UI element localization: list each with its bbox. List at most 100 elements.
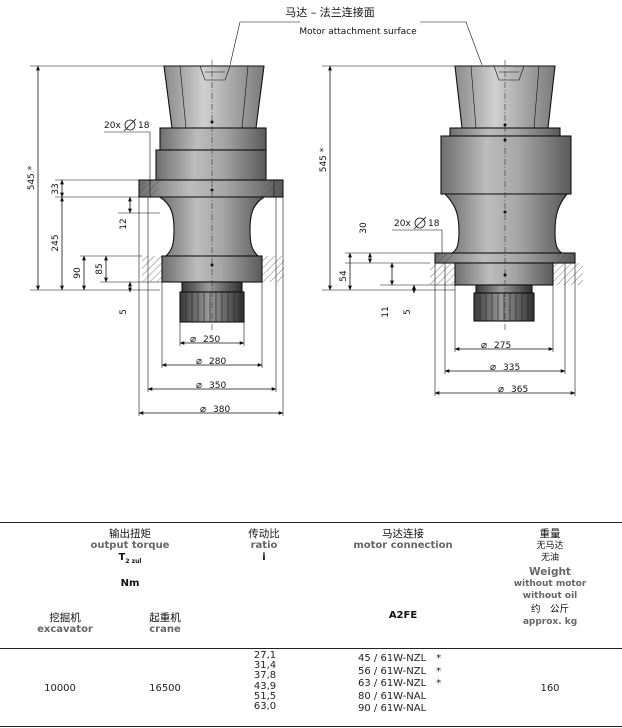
- table-header-rule: [0, 648, 622, 649]
- motor-value: 80 / 61W-NAL: [358, 691, 468, 704]
- ratio-en: ratio: [250, 540, 278, 551]
- ratio-symbol: i: [262, 552, 266, 563]
- ratio-cn: 传动比: [248, 528, 280, 540]
- header-excavator: 挖掘机 excavator: [30, 612, 100, 636]
- motor-value-text: 80 / 61W-NAL: [358, 690, 427, 702]
- weight-en: Weight: [529, 566, 571, 578]
- right-dim-30: 30: [359, 222, 369, 234]
- left-dim-12: 12: [119, 218, 129, 229]
- right-vertical-dimensions: 545 * 30 54 11 5: [319, 65, 455, 318]
- left-dim-545: 545 *: [27, 165, 37, 190]
- table-top-rule: [0, 522, 622, 523]
- table-bottom-rule: [0, 726, 622, 727]
- ratio-value: 31,4: [253, 660, 277, 672]
- symbol-t: T: [118, 552, 126, 563]
- motor-value: 45 / 61W-NZL *: [358, 653, 468, 666]
- left-dim-245: 245: [51, 234, 61, 251]
- right-diameter-dimensions: ⌀ 275 ⌀ 335 ⌀ 365: [434, 263, 576, 396]
- crane-cn: 起重机: [149, 612, 181, 624]
- leader-line-left: [229, 21, 300, 66]
- cell-crane: 16500: [149, 683, 181, 694]
- left-hole-callout: 20x 18: [104, 118, 151, 180]
- motor-connection-cn: 马达连接: [382, 528, 424, 540]
- left-dia-380: 380: [213, 405, 230, 415]
- left-dia-350-symbol: ⌀: [196, 380, 202, 391]
- motor-value: 63 / 61W-NZL *: [358, 678, 468, 691]
- right-dia-365-symbol: ⌀: [498, 384, 504, 395]
- weight-cn-approx: 约 公斤: [530, 604, 569, 615]
- excavator-en: excavator: [37, 624, 93, 635]
- crane-en: crane: [149, 624, 181, 635]
- leader-line-right: [420, 21, 483, 66]
- motor-mark: *: [436, 678, 442, 689]
- header-crane: 起重机 crane: [130, 612, 200, 636]
- right-holes-dia: 18: [428, 219, 440, 229]
- symbol-t-sub: 2 zul: [125, 558, 142, 565]
- weight-cn-without-motor: 无马达: [536, 541, 564, 551]
- motor-value-text: 56 / 61W-NZL: [358, 665, 427, 677]
- right-dim-5: 5: [403, 309, 413, 315]
- motor-mark: *: [436, 665, 442, 677]
- left-dim-5: 5: [119, 309, 129, 315]
- left-dim-90: 90: [73, 267, 83, 279]
- left-dim-85: 85: [95, 263, 105, 274]
- header-output-torque: 输出扭矩 output torque T2 zul Nm: [40, 528, 220, 590]
- left-dia-250-symbol: ⌀: [190, 334, 196, 345]
- cell-motors: 45 / 61W-NZL * 56 / 61W-NZL * 63 / 61W-NZL…: [358, 653, 468, 716]
- left-vertical-dimensions: 545 * 33 12 245 90 85 5: [27, 65, 164, 315]
- output-torque-en: output torque: [90, 540, 170, 551]
- cell-excavator: 10000: [44, 683, 76, 694]
- ratio-value: 43,9: [253, 680, 277, 692]
- ratio-value: 37,8: [253, 670, 277, 682]
- left-dia-280: 280: [209, 357, 226, 367]
- right-holes-count: 20x: [394, 219, 411, 229]
- ratio-value: 63,0: [253, 701, 277, 713]
- motor-value: 56 / 61W-NZL *: [358, 666, 468, 679]
- weight-cn: 重量: [539, 528, 561, 540]
- output-torque-unit: Nm: [120, 578, 140, 589]
- right-dia-365: 365: [511, 385, 528, 395]
- motor-connection-en: motor connection: [353, 540, 453, 551]
- header-title-en: Motor attachment surface: [299, 27, 417, 37]
- right-dia-275: 275: [494, 341, 511, 351]
- spec-table: 输出扭矩 output torque T2 zul Nm 挖掘机 excavat…: [0, 520, 622, 728]
- right-dia-335: 335: [503, 363, 520, 373]
- left-diameter-dimensions: ⌀ 250 ⌀ 280 ⌀ 350 ⌀ 380: [138, 197, 284, 416]
- left-dim-33: 33: [51, 183, 61, 194]
- motor-value-text: 63 / 61W-NZL: [358, 678, 427, 689]
- right-dim-11: 11: [381, 306, 391, 317]
- left-dia-350: 350: [209, 381, 226, 391]
- cell-weight: 160: [540, 683, 560, 694]
- header-ratio: 传动比 ratio i: [224, 528, 304, 564]
- weight-cn-without-oil: 无油: [540, 553, 559, 563]
- left-gearbox: [138, 60, 284, 330]
- left-dia-380-symbol: ⌀: [200, 404, 206, 415]
- motor-value-text: 45 / 61W-NZL: [358, 653, 427, 664]
- ratio-value: 27,1: [253, 650, 277, 661]
- motor-mark: *: [436, 653, 442, 664]
- right-dim-54: 54: [339, 270, 349, 282]
- cell-ratios: 27,1 31,4 37,8 43,9 51,5 63,0: [240, 650, 290, 713]
- left-dia-250: 250: [203, 335, 220, 345]
- header-motor-connection: 马达连接 motor connection: [340, 528, 466, 552]
- header-title-cn: 马达 – 法兰连接面: [285, 5, 375, 19]
- right-dim-545: 545 *: [319, 147, 329, 172]
- ratio-value: 51,5: [253, 690, 277, 702]
- motor-model: A2FE: [388, 610, 418, 621]
- weight-without-motor: without motor: [513, 579, 587, 589]
- output-torque-symbol: T2 zul: [40, 552, 220, 568]
- motor-value: 90 / 61W-NAL: [358, 703, 468, 716]
- right-dia-275-symbol: ⌀: [481, 340, 487, 351]
- weight-approx-kg: approx. kg: [522, 617, 578, 627]
- left-holes-dia: 18: [138, 121, 150, 131]
- motor-value-text: 90 / 61W-NAL: [358, 703, 427, 714]
- gearbox-drawing: 马达 – 法兰连接面 Motor attachment surface: [27, 5, 583, 416]
- right-dia-335-symbol: ⌀: [490, 362, 496, 373]
- left-holes-count: 20x: [104, 121, 121, 131]
- header-weight: 重量 无马达 无油 Weight without motor without o…: [500, 528, 600, 628]
- output-torque-cn: 输出扭矩: [109, 528, 151, 540]
- left-dia-280-symbol: ⌀: [196, 356, 202, 367]
- weight-without-oil: without oil: [522, 591, 578, 601]
- right-gearbox: [430, 60, 583, 330]
- right-hole-callout: 20x 18: [392, 216, 443, 253]
